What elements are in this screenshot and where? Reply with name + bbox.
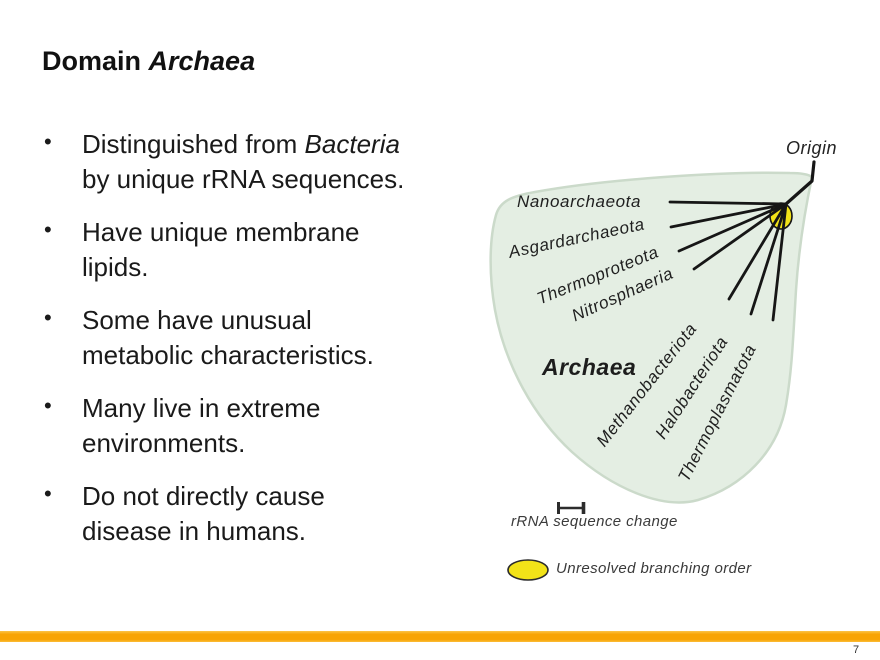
legend-unresolved-ellipse <box>507 559 549 581</box>
taxon-label-methanobacteriota: Methanobacteriota <box>592 319 701 451</box>
bullet-italic-text: Bacteria <box>304 129 400 159</box>
bullet-text: Distinguished from <box>82 129 305 159</box>
list-item: Distinguished from Bacteria by unique rR… <box>42 124 416 197</box>
taxon-label-nanoarchaeota: Nanoarchaeota <box>517 192 642 211</box>
taxon-label-nitrosphaeria: Nitrosphaeria <box>568 263 677 326</box>
branch-lines <box>668 200 788 322</box>
bullet-text: by unique rRNA sequences. <box>82 164 405 194</box>
bullet-text: Have unique membrane lipids. <box>82 217 360 282</box>
footer-accent-bar <box>0 631 880 642</box>
branch-thermoplasmatota <box>771 202 788 322</box>
taxon-label-asgardarchaeota: Asgardarchaeota <box>506 214 647 262</box>
title-italic-text: Archaea <box>148 46 256 76</box>
branch-nitrosphaeria <box>692 202 788 271</box>
archaea-domain-shape <box>489 171 814 504</box>
bullet-text: Some have unusual metabolic characterist… <box>82 305 374 370</box>
branch-methanobacteriota <box>727 202 788 301</box>
page-title: Domain Archaea <box>42 46 255 77</box>
bullet-text: Do not directly cause disease in humans. <box>82 481 325 546</box>
origin-branch <box>784 160 816 206</box>
unresolved-legend-label: Unresolved branching order <box>556 560 752 577</box>
list-item: Have unique membrane lipids. <box>42 212 416 285</box>
list-item: Do not directly cause disease in humans. <box>42 476 416 549</box>
page-number: 7 <box>853 644 860 656</box>
taxon-label-thermoplasmatota: Thermoplasmatota <box>674 341 761 485</box>
branch-nanoarchaeota <box>668 200 788 206</box>
title-text: Domain <box>42 46 149 76</box>
scale-bar <box>557 502 586 514</box>
branch-asgardarchaeota <box>669 202 788 229</box>
taxon-label-halobacteriota: Halobacteriota <box>651 333 732 443</box>
branch-halobacteriota <box>749 202 788 316</box>
unresolved-node <box>769 202 793 230</box>
scale-bar-label: rRNA sequence change <box>511 513 678 530</box>
bullet-text: Many live in extreme environments. <box>82 393 321 458</box>
list-item: Some have unusual metabolic characterist… <box>42 300 416 373</box>
bullet-list: Distinguished from Bacteria by unique rR… <box>42 124 420 567</box>
branch-thermoproteota <box>677 202 788 253</box>
taxon-label-thermoproteota: Thermoproteota <box>534 242 662 309</box>
archaea-domain-label: Archaea <box>542 354 637 380</box>
origin-label: Origin <box>786 138 838 158</box>
list-item: Many live in extreme environments. <box>42 388 416 461</box>
